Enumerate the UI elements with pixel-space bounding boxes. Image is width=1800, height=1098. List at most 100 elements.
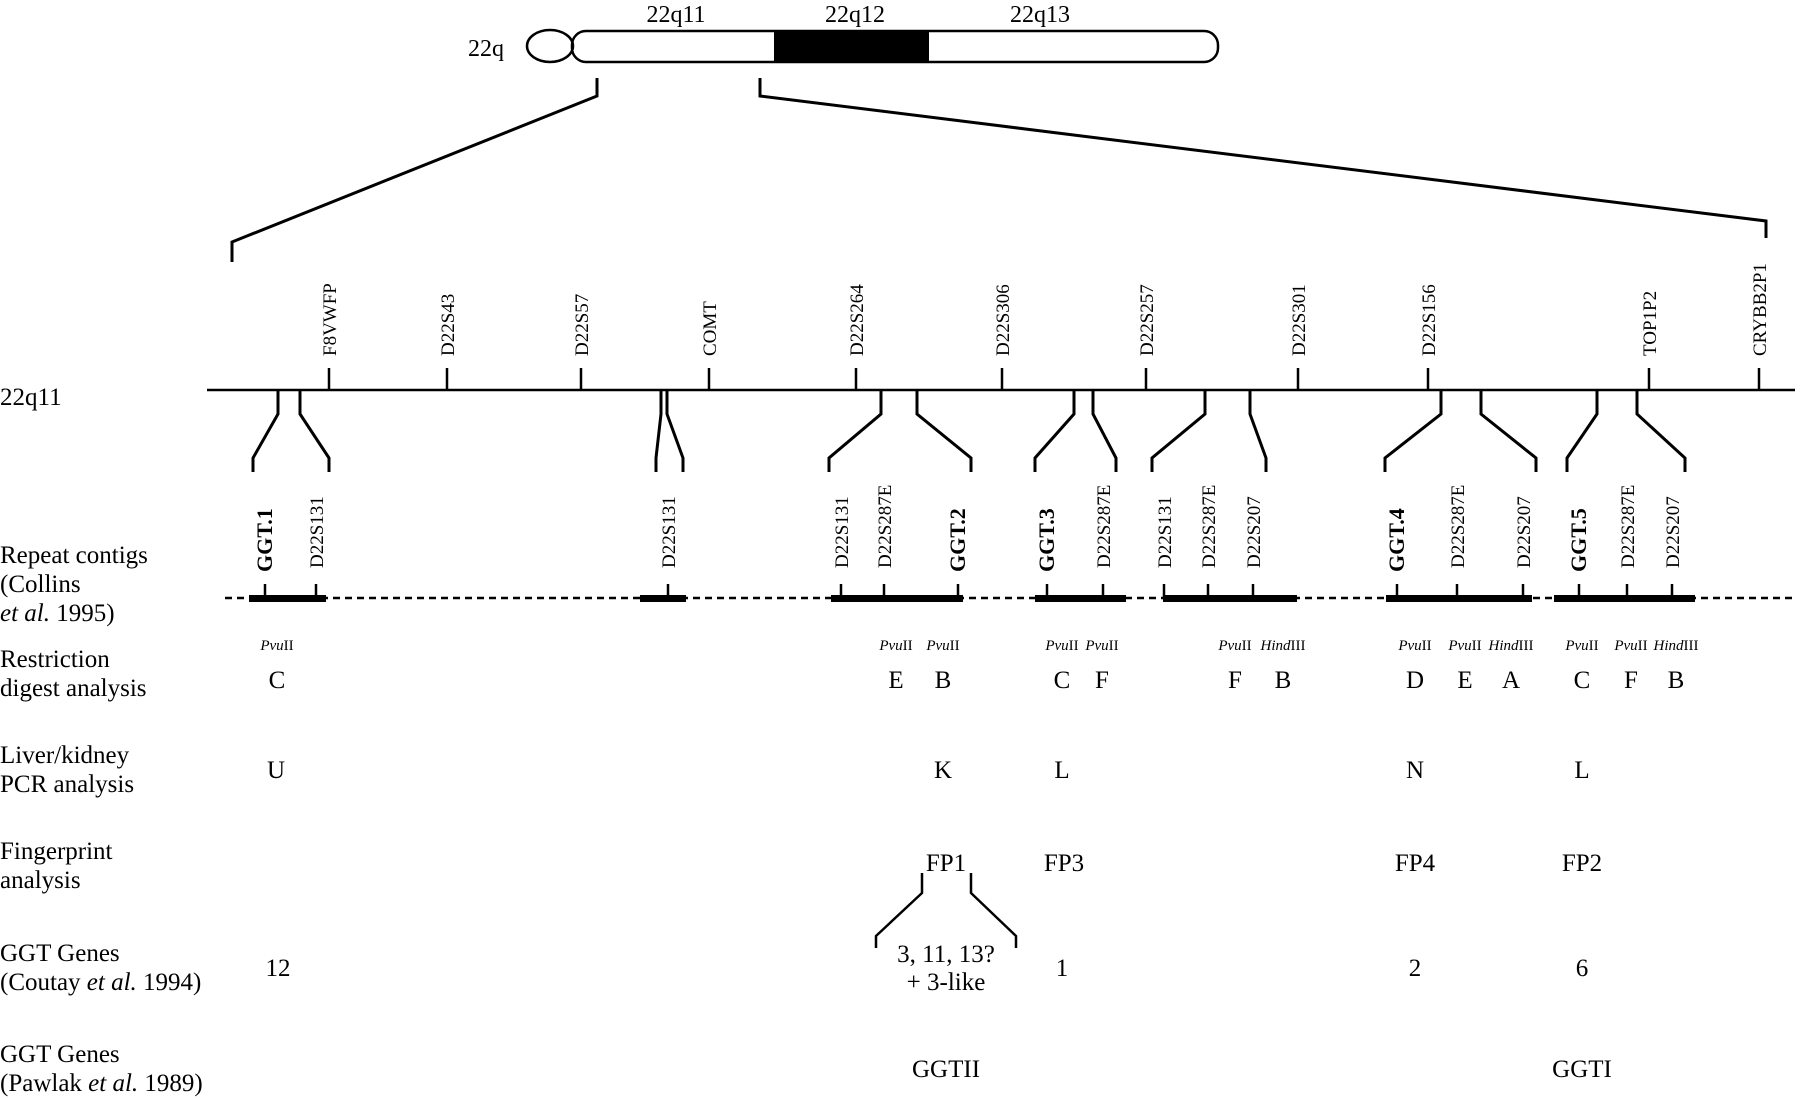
contig-2-label-d22s131: D22S131 xyxy=(659,496,680,568)
row-labels: Repeat contigs (Collins et al. 1995) Res… xyxy=(0,542,203,1097)
contig-5-enzyme-2: HindIII xyxy=(1260,638,1306,654)
contig-6-fragment-e: E xyxy=(1457,667,1472,694)
contig-7-label-d22s207: D22S207 xyxy=(1663,496,1684,568)
contig-7-bar xyxy=(1554,595,1695,602)
row-label-pawlak-line1: GGT Genes xyxy=(0,1041,120,1068)
contig-4-fragment-c: C xyxy=(1054,667,1071,694)
contig-4-coutay-genes-line1: 1 xyxy=(1056,955,1069,982)
row-label-repeat-contigs-line1: Repeat contigs xyxy=(0,542,148,569)
band-label-22q11: 22q11 xyxy=(646,2,705,28)
marker-label-comt: COMT xyxy=(700,301,721,356)
contig-7-fragment-b: B xyxy=(1668,667,1685,694)
marker-label-d22s257: D22S257 xyxy=(1137,284,1158,356)
contig-1-coutay-genes-line1: 12 xyxy=(266,955,291,982)
contig-1-label-ggt-1: GGT.1 xyxy=(252,508,277,572)
chromosome-arm-label: 22q xyxy=(468,36,504,62)
contig-5-connector-left xyxy=(1150,390,1207,472)
contig-1-pcr-result: U xyxy=(267,757,285,784)
contig-1-fragment-c: C xyxy=(269,667,286,694)
fp1-bracket-right xyxy=(969,873,1018,948)
row-label-pawlak-line2: (Pawlak et al. 1989) xyxy=(0,1070,203,1097)
contig-6-label-d22s207: D22S207 xyxy=(1514,496,1535,568)
contig-1-bar xyxy=(249,595,326,602)
marker-label-f8vwfp: F8VWFP xyxy=(320,283,341,356)
band-label-22q13: 22q13 xyxy=(1010,2,1070,28)
contig-7-fragment-c: C xyxy=(1574,667,1591,694)
row-label-fingerprint-line2: analysis xyxy=(0,867,81,894)
contig-1-connector-left xyxy=(251,390,280,472)
contig-5-enzyme-1: PvuII xyxy=(1217,638,1251,654)
contig-7-pcr-result: L xyxy=(1574,757,1589,784)
contig-7-enzyme-3: HindIII xyxy=(1653,638,1699,654)
contig-6-fingerprint: FP4 xyxy=(1395,850,1436,877)
row-label-repeat-contigs-line3: et al. 1995) xyxy=(0,600,115,627)
contig-4-connector-left xyxy=(1033,390,1076,472)
band-22q12-shading xyxy=(774,31,929,62)
contig-4-pcr-result: L xyxy=(1054,757,1069,784)
contig-3-fragment-e: E xyxy=(888,667,903,694)
contig-3-fingerprint: FP1 xyxy=(926,850,966,877)
contig-6-pcr-result: N xyxy=(1406,757,1424,784)
contig-3-coutay-genes-line1: 3, 11, 13? xyxy=(897,941,995,968)
contig-3-coutay-genes-line2: + 3-like xyxy=(907,969,986,996)
contig-2-connector-left xyxy=(654,390,663,472)
row-label-repeat-contigs-line2: (Collins xyxy=(0,571,81,598)
marker-label-d22s306: D22S306 xyxy=(993,284,1014,356)
contig-4-label-d22s287e: D22S287E xyxy=(1094,485,1115,568)
row-label-pcr-line2: PCR analysis xyxy=(0,771,134,798)
marker-label-d22s156: D22S156 xyxy=(1419,284,1440,356)
contig-5-connector-right xyxy=(1248,390,1268,472)
contig-4-connector-right xyxy=(1091,390,1118,472)
contig-7-label-d22s287e: D22S287E xyxy=(1618,485,1639,568)
contig-3-bar xyxy=(831,595,963,602)
contig-7-enzyme-1: PvuII xyxy=(1564,638,1598,654)
contig-3-enzyme-1: PvuII xyxy=(878,638,912,654)
contig-1-enzyme-1: PvuII xyxy=(259,638,293,654)
contig-7-connector-left xyxy=(1565,390,1599,472)
marker-label-d22s301: D22S301 xyxy=(1289,284,1310,356)
chromosome-ideogram: 22q 22q11 22q12 22q13 xyxy=(230,2,1768,262)
centromere xyxy=(525,28,575,64)
row-label-coutay-line1: GGT Genes xyxy=(0,940,120,967)
contig-6-enzyme-2: PvuII xyxy=(1447,638,1481,654)
contig-3-connector-right xyxy=(915,390,973,472)
contig-5-fragment-b: B xyxy=(1275,667,1292,694)
contig-7-pawlak-gene: GGTI xyxy=(1552,1056,1612,1083)
contig-6-fragment-a: A xyxy=(1502,667,1520,694)
contig-7-label-ggt-5: GGT.5 xyxy=(1566,508,1591,572)
zoom-line-right xyxy=(758,78,1768,238)
contig-7-fragment-f: F xyxy=(1624,667,1638,694)
contig-6-label-ggt-4: GGT.4 xyxy=(1384,508,1409,572)
marker-label-d22s43: D22S43 xyxy=(438,294,459,356)
contig-1-label-d22s131: D22S131 xyxy=(307,496,328,568)
contig-5-label-d22s131: D22S131 xyxy=(1155,496,1176,568)
row-label-restriction-line2: digest analysis xyxy=(0,675,147,702)
contig-6-enzyme-1: PvuII xyxy=(1397,638,1431,654)
contig-3-connector-left xyxy=(827,390,883,472)
contig-3-pcr-result: K xyxy=(934,757,952,784)
contig-6-label-d22s287e: D22S287E xyxy=(1448,485,1469,568)
band-label-22q12: 22q12 xyxy=(825,2,885,28)
contig-3-label-d22s287e: D22S287E xyxy=(875,485,896,568)
contig-7-enzyme-2: PvuII xyxy=(1613,638,1647,654)
contig-5-label-d22s287e: D22S287E xyxy=(1199,485,1220,568)
row-label-pcr-line1: Liver/kidney xyxy=(0,742,130,769)
fp1-bracket-left xyxy=(874,873,924,948)
contig-4-fragment-f: F xyxy=(1095,667,1109,694)
analysis-cells: PvuII C U 12 PvuII PvuII E B K FP1 3, 11, 13?+ 3-l… xyxy=(259,638,1698,1083)
contig-3-enzyme-2: PvuII xyxy=(925,638,959,654)
row-label-fingerprint-line1: Fingerprint xyxy=(0,838,113,865)
map-line-label: 22q11 xyxy=(0,384,62,411)
contig-5-fragment-f: F xyxy=(1228,667,1242,694)
contig-7-connector-right xyxy=(1635,390,1687,472)
contig-6-fragment-d: D xyxy=(1406,667,1424,694)
contig-4-enzyme-2: PvuII xyxy=(1084,638,1118,654)
contig-connectors xyxy=(251,390,1687,472)
contig-4-label-ggt-3: GGT.3 xyxy=(1034,508,1059,572)
contig-6-bar xyxy=(1386,595,1532,602)
contig-5-bar xyxy=(1163,595,1297,602)
contig-4-bar xyxy=(1035,595,1126,602)
contig-3-pawlak-gene: GGTII xyxy=(912,1056,980,1083)
